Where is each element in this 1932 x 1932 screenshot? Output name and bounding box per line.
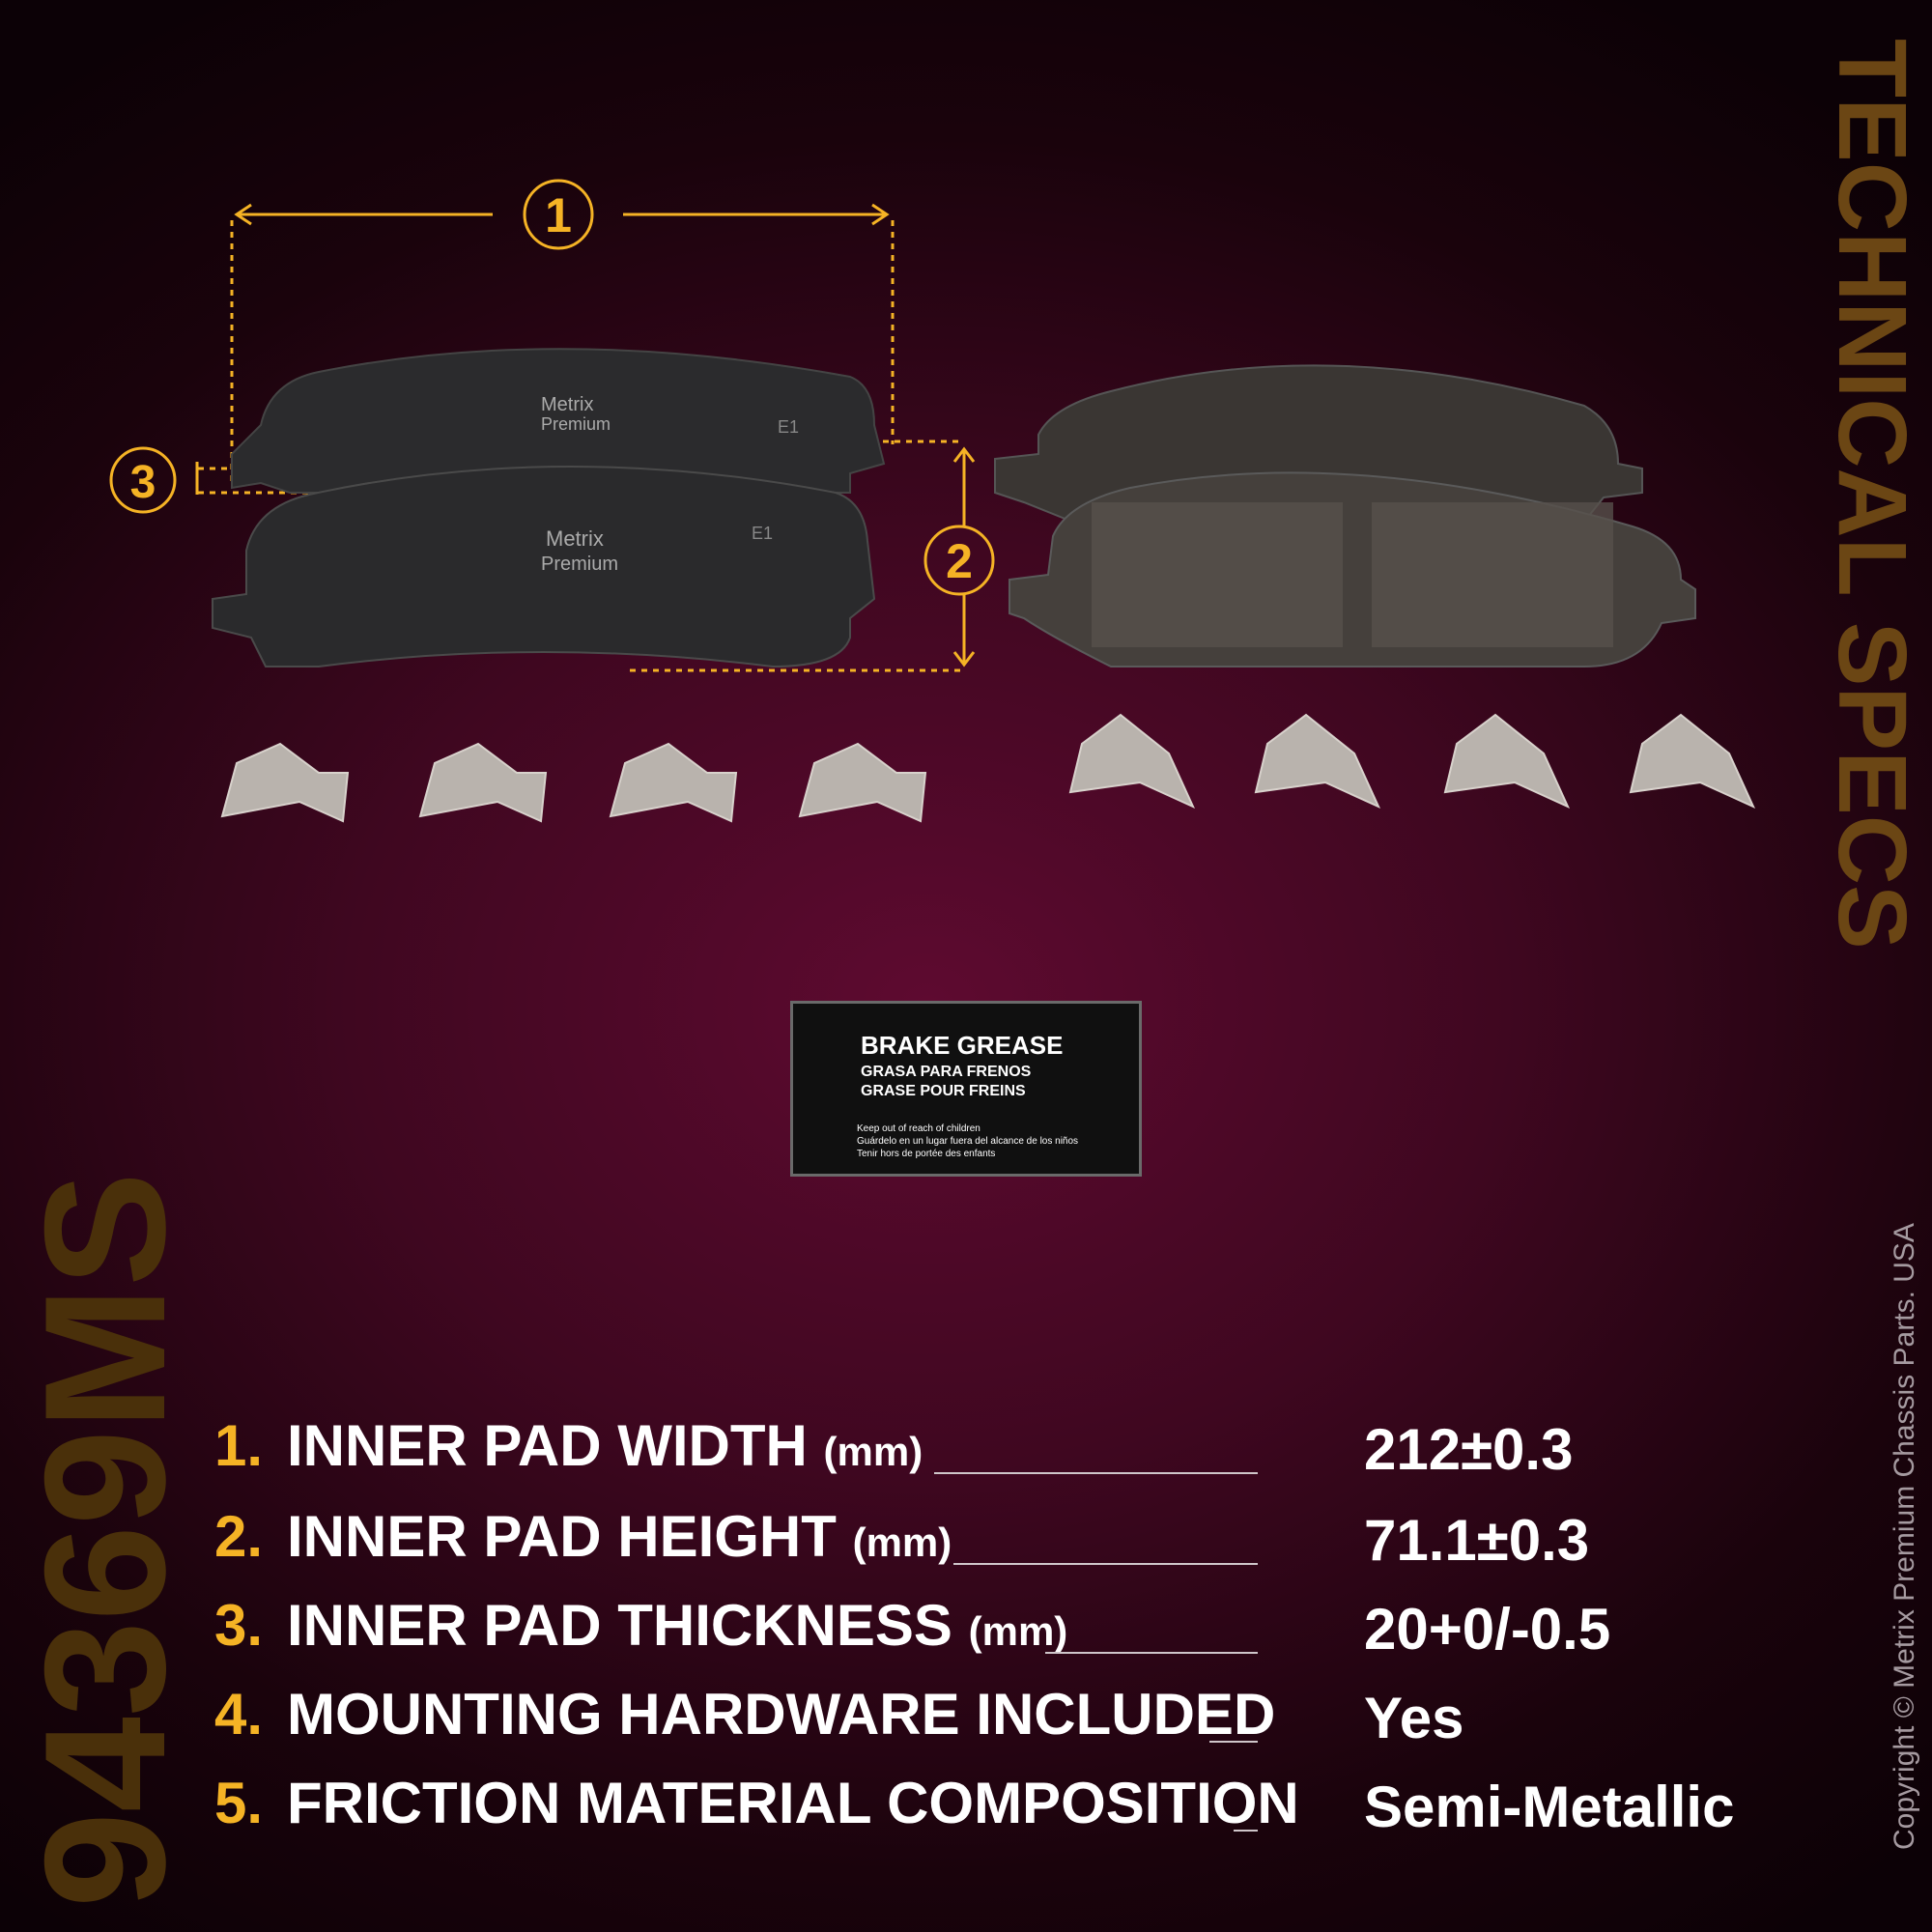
brake-pad-back-front	[212, 466, 876, 668]
callout-2: 2	[946, 534, 973, 588]
svg-text:E1: E1	[752, 524, 773, 543]
svg-text:Premium: Premium	[541, 554, 618, 575]
spec-value: 212±0.3	[1364, 1417, 1574, 1482]
callout-1: 1	[545, 188, 572, 242]
spec-row-1: 1. INNER PAD WIDTH (mm) 212±0.3	[214, 1412, 1741, 1490]
grease-spanish: GRASA PARA FRENOS	[861, 1064, 1032, 1080]
spec-leader-line	[1045, 1652, 1258, 1654]
spec-leader-line	[1209, 1741, 1258, 1743]
grease-warning-en: Keep out of reach of children	[857, 1123, 980, 1134]
spec-number: 5.	[214, 1771, 264, 1835]
spec-label: MOUNTING HARDWARE INCLUDED	[287, 1682, 1276, 1747]
spec-number: 1.	[214, 1413, 264, 1478]
product-illustration: 1 2 3 Metrix Premium Metrix Premium E1 E…	[109, 179, 1756, 823]
spec-row-2: 2. INNER PAD HEIGHT (mm) 71.1±0.3	[214, 1503, 1741, 1580]
spec-value: Semi-Metallic	[1364, 1775, 1735, 1839]
spec-value: Yes	[1364, 1686, 1464, 1750]
hardware-clips	[220, 713, 1756, 823]
spec-label: INNER PAD THICKNESS (mm)	[287, 1593, 1068, 1658]
grease-french: GRASE POUR FREINS	[861, 1083, 1026, 1099]
spec-leader-line	[1234, 1830, 1258, 1832]
brake-pad-back-rear	[231, 348, 886, 494]
grease-title: BRAKE GREASE	[861, 1031, 1064, 1060]
spec-number: 4.	[214, 1682, 264, 1747]
grease-warning-es: Guárdelo en un lugar fuera del alcance d…	[857, 1136, 1079, 1147]
grease-warning-fr: Tenir hors de portée des enfants	[857, 1149, 996, 1159]
pad-logo-rear: Metrix	[541, 394, 593, 415]
spec-label: INNER PAD WIDTH (mm)	[287, 1413, 923, 1478]
spec-label: INNER PAD HEIGHT (mm)	[287, 1504, 952, 1569]
spec-number: 2.	[214, 1504, 264, 1569]
svg-text:E1: E1	[778, 417, 799, 437]
spec-row-3: 3. INNER PAD THICKNESS (mm) 20+0/-0.5	[214, 1592, 1741, 1669]
brake-grease-packet: BRAKE GREASE GRASA PARA FRENOS GRASE POU…	[790, 1001, 1142, 1177]
pad-logo-front: Metrix	[546, 526, 604, 551]
part-number: 94369MS	[9, 1172, 201, 1908]
spec-leader-line	[934, 1472, 1258, 1474]
spec-number: 3.	[214, 1593, 264, 1658]
spec-value: 20+0/-0.5	[1364, 1597, 1611, 1662]
spec-label: FRICTION MATERIAL COMPOSITION	[287, 1771, 1299, 1835]
spec-row-5: 5. FRICTION MATERIAL COMPOSITION Semi-Me…	[214, 1770, 1741, 1847]
svg-text:Premium: Premium	[541, 414, 611, 434]
spec-leader-line	[953, 1563, 1258, 1565]
spec-value: 71.1±0.3	[1364, 1508, 1590, 1573]
callout-3: 3	[130, 457, 156, 508]
copyright-notice: Copyright © Metrix Premium Chassis Parts…	[1889, 1223, 1920, 1850]
spec-row-4: 4. MOUNTING HARDWARE INCLUDED Yes	[214, 1681, 1741, 1758]
